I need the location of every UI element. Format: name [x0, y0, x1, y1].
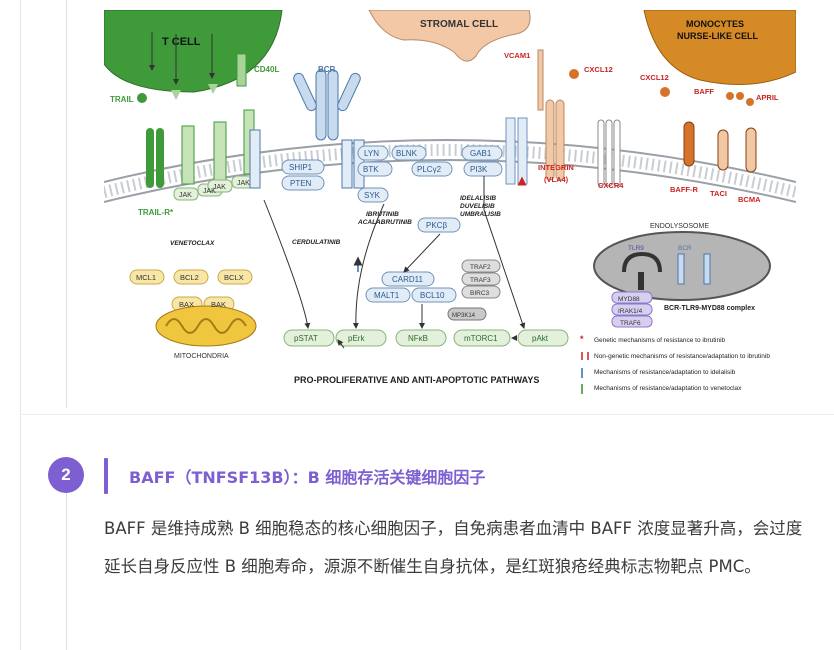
baff-r-label: BAFF-R — [670, 185, 698, 194]
jak-label-4: JAK — [237, 180, 250, 187]
nurse-like-label: NURSE-LIKE CELL — [677, 31, 759, 41]
cxcl12-label-a: CXCL12 — [584, 65, 613, 74]
signaling-pathway-figure: T CELL STROMAL CELL MONOCYTES NURSE-LIKE… — [104, 10, 796, 394]
traf2-label: TRAF2 — [470, 264, 491, 271]
syk-label: SYK — [364, 191, 381, 200]
page-frame-line — [20, 0, 21, 650]
bcl2-family — [129, 269, 257, 347]
legend-item-2: Non-genetic mechanisms of resistance/ada… — [594, 353, 770, 360]
venetoclax-label: VENETOCLAX — [170, 240, 215, 247]
pathway-node-nfkb: NFκB — [408, 334, 428, 343]
vla4-label: (VLA4) — [544, 175, 569, 184]
traf6-label: TRAF6 — [620, 320, 641, 327]
pi3k-inhibitor-3: UMBRALISIB — [460, 211, 501, 218]
pi3k-inhibitor-2: DUVELISIB — [460, 203, 495, 210]
title-accent-bar — [104, 458, 108, 494]
tcell-receptors — [137, 53, 257, 201]
jak-label-1: JAK — [179, 192, 192, 199]
t-cell-shape — [104, 10, 283, 93]
pathway-node-mtorc1: mTORC1 — [464, 334, 498, 343]
bcr-label: BCR — [318, 65, 336, 74]
cd40l-label: CD40L — [254, 65, 279, 74]
card11-label: CARD11 — [392, 275, 424, 284]
irak-label: IRAK1/4 — [618, 308, 643, 315]
monocyte-cell-shape — [643, 10, 796, 85]
pathway-node-pstat: pSTAT — [294, 334, 318, 343]
legend-item-1: Genetic mechanisms of resistance to ibru… — [594, 337, 726, 344]
section-title: BAFF（TNFSF13B）：B 细胞存活关键细胞因子 — [129, 468, 486, 487]
content-rule-top — [66, 0, 67, 408]
pathway-node-perk: pErk — [348, 334, 365, 343]
pathway-nodes — [283, 329, 569, 347]
april-label: APRIL — [756, 93, 779, 102]
endo-bcr-label: BCR — [678, 245, 692, 252]
mcl1-label: MCL1 — [136, 273, 156, 282]
pten-label: PTEN — [290, 179, 312, 188]
endolysosome — [593, 231, 771, 328]
signaling-arrows — [149, 32, 526, 349]
pkcb-label: PKCβ — [426, 221, 447, 230]
t-cell-label: T CELL — [162, 36, 201, 48]
cell-membrane — [104, 139, 796, 203]
mp3k14-label: MP3K14 — [452, 313, 476, 319]
figure-legend: * — [580, 334, 589, 394]
tlr9-label: TLR9 — [628, 245, 644, 252]
trail-label: TRAIL — [110, 95, 134, 104]
bcl2-label: BCL2 — [180, 273, 199, 282]
middle-cascade — [365, 217, 501, 321]
section-number-badge: 2 — [48, 457, 84, 493]
jak-label-2: JAK — [203, 188, 216, 195]
lyn-label: LYN — [364, 149, 379, 158]
il6-label: IL6 — [196, 75, 208, 84]
bak-label: BAK — [211, 300, 226, 309]
bclx-label: BCLX — [224, 273, 244, 282]
stromal-cell-label: STROMAL CELL — [420, 19, 498, 30]
pathway-title: PRO-PROLIFERATIVE AND ANTI-APOPTOTIC PAT… — [294, 375, 539, 385]
myd88-label: MYD88 — [618, 296, 640, 303]
cxcr4-label: CXCR4 — [598, 181, 624, 190]
il4-label: IL4 — [160, 81, 172, 90]
malt1-label: MALT1 — [374, 291, 400, 300]
btk-inhibitor-2: ACALABRUTINIB — [357, 219, 412, 226]
bcl10-label: BCL10 — [420, 291, 445, 300]
ship1-label: SHIP1 — [289, 163, 313, 172]
legend-item-3: Mechanisms of resistance/adaptation to i… — [594, 369, 736, 376]
blnk-label: BLNK — [396, 149, 418, 158]
monocyte-label: MONOCYTES — [686, 19, 744, 29]
bcr-signaling-boxes — [281, 117, 528, 203]
content-rule-bottom — [66, 492, 67, 650]
taci-label: TACI — [710, 189, 727, 198]
section-body-text: BAFF 是维持成熟 B 细胞稳态的核心细胞因子，自免病患者血清中 BAFF 浓… — [104, 519, 803, 576]
birc3-label: BIRC3 — [470, 290, 490, 297]
btk-inhibitor-1: IBRUTINIB — [366, 211, 399, 218]
integrin-label: INTEGRIN — [538, 163, 574, 172]
endolysosome-label: ENDOLYSOSOME — [650, 223, 709, 230]
svg-text:*: * — [580, 334, 584, 344]
pathway-node-pakt: pAkt — [532, 334, 549, 343]
vcam1-label: VCAM1 — [504, 51, 530, 60]
traf3-label: TRAF3 — [470, 277, 491, 284]
btk-label: BTK — [363, 165, 379, 174]
pi3k-label: PI3K — [470, 165, 488, 174]
mitochondria-label: MITOCHONDRIA — [174, 353, 229, 360]
bcma-label: BCMA — [738, 195, 761, 204]
bcr-receptor — [249, 69, 365, 189]
stromal-cell-shape — [368, 10, 531, 62]
complex-label: BCR-TLR9-MYD88 complex — [664, 305, 755, 312]
trail-r-label: TRAIL-R* — [138, 208, 174, 217]
cxcl12-label-b: CXCL12 — [640, 73, 669, 82]
legend-item-4: Mechanisms of resistance/adaptation to v… — [594, 385, 742, 392]
gab1-label: GAB1 — [470, 149, 492, 158]
cerdulatinib-label: CERDULATINIB — [292, 239, 341, 246]
right-receptors — [537, 49, 757, 187]
section-divider — [20, 414, 834, 415]
pi3k-inhibitor-1: IDELALISIB — [460, 195, 496, 202]
plcg2-label: PLCγ2 — [417, 165, 442, 174]
bax-label: BAX — [179, 300, 194, 309]
jak-label-3: JAK — [213, 184, 226, 191]
baff-label: BAFF — [694, 87, 714, 96]
